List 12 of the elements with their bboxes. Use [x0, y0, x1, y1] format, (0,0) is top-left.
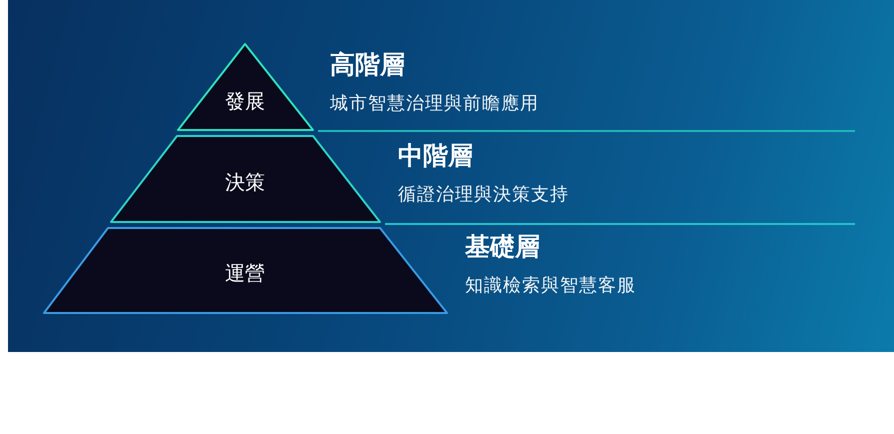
pyramid-tier [42, 226, 449, 315]
tier-description: 循證治理與決策支持 [398, 183, 569, 205]
tier-description: 知識檢索與智慧客服 [465, 274, 636, 296]
tier-title: 中階層 [398, 142, 473, 170]
tier-description: 城市智慧治理與前瞻應用 [330, 92, 539, 114]
tier-label: 運營 [225, 262, 265, 286]
pyramid-tier [176, 42, 316, 133]
tier-label: 發展 [225, 90, 265, 114]
tier-title: 基礎層 [465, 233, 540, 261]
tier-title: 高階層 [330, 51, 405, 79]
pyramid-tier [109, 134, 382, 224]
tier-label: 決策 [225, 171, 265, 195]
